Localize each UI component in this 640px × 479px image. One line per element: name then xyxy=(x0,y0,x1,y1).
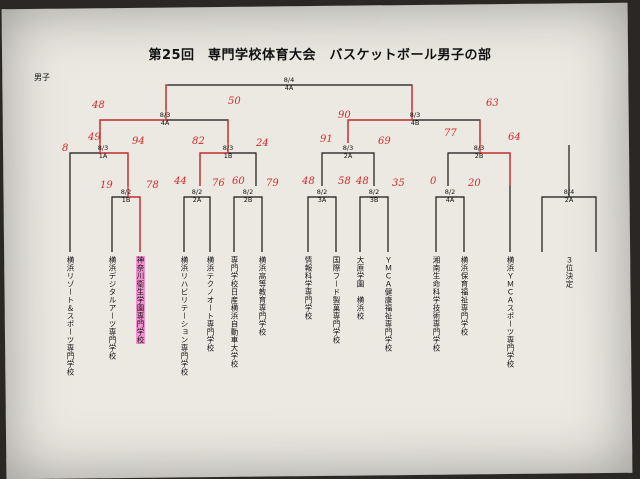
team-name: 横浜テクノオート専門学校 xyxy=(206,256,215,352)
third-place-label: ３位決定 xyxy=(565,256,574,288)
score-mark: 64 xyxy=(508,132,521,143)
score-mark: 91 xyxy=(320,134,333,145)
score-mark: 77 xyxy=(444,128,457,139)
score-mark: 8 xyxy=(62,143,69,154)
bracket-r2a-line xyxy=(183,196,211,252)
score-mark: 19 xyxy=(100,180,113,191)
score-mark: 63 xyxy=(486,98,499,109)
team-name: 国際フード製菓専門学校 xyxy=(332,256,341,344)
score-mark: 94 xyxy=(132,136,145,147)
winner-path-right xyxy=(347,85,413,143)
score-mark: 60 xyxy=(232,176,245,187)
bracket-r3b-line xyxy=(359,196,389,252)
page-title: 第25回 専門学校体育大会 バスケットボール男子の部 xyxy=(148,48,492,63)
bracket-r2b-line xyxy=(233,196,263,252)
score-mark: 90 xyxy=(338,110,351,121)
team-name: 横浜ＹＭＣＡスポーツ専門学校 xyxy=(506,256,515,368)
bracket-q2a-line xyxy=(321,152,375,186)
bracket-q2b-line xyxy=(447,152,511,252)
score-mark: 79 xyxy=(266,178,279,189)
team-name: 湘南生命科学技術専門学校 xyxy=(432,256,441,352)
score-mark: 48 xyxy=(356,176,369,187)
score-mark: 48 xyxy=(92,100,105,111)
score-mark: 78 xyxy=(146,180,159,191)
score-mark: 35 xyxy=(392,178,405,189)
team-name: 横浜デジタルアーツ専門学校 xyxy=(108,256,117,360)
score-mark: 48 xyxy=(302,176,315,187)
winner-path-q1b xyxy=(199,120,229,186)
team-name: 情報科学専門学校 xyxy=(304,256,313,320)
bracket-third-line xyxy=(541,196,597,252)
score-mark: 82 xyxy=(192,136,205,147)
section-label: 男子 xyxy=(34,73,50,82)
bracket-r4a-line xyxy=(435,196,465,252)
team-name: 横浜リハビリテーション専門学校 xyxy=(180,256,189,376)
score-mark: 44 xyxy=(174,176,187,187)
score-mark: 20 xyxy=(468,178,481,189)
team-name-highlighted: 神奈川衛生学園専門学校 xyxy=(136,256,145,344)
team-name: 専門学校日産横浜自動車大学校 xyxy=(230,256,239,368)
bracket-r1b-line xyxy=(111,196,141,252)
team-name: ＹＭＣＡ健康福祉専門学校 xyxy=(384,256,393,352)
score-mark: 0 xyxy=(430,176,437,187)
winner-path-q2b xyxy=(479,120,511,186)
score-mark: 24 xyxy=(256,138,269,149)
team-name: 横浜保育福祉専門学校 xyxy=(460,256,469,336)
score-mark: 69 xyxy=(378,136,391,147)
score-mark: 50 xyxy=(228,96,241,107)
score-mark: 58 xyxy=(338,176,351,187)
bracket-r3a-line xyxy=(307,196,337,252)
score-mark: 49 xyxy=(88,132,101,143)
winner-path-left xyxy=(99,84,168,252)
team-name: 横浜高等教育専門学校 xyxy=(258,256,267,336)
team-name: 横浜リゾート＆スポーツ専門学校 xyxy=(66,256,75,376)
team-name: 大原学園 横浜校 xyxy=(356,256,365,320)
score-mark: 76 xyxy=(212,178,225,189)
